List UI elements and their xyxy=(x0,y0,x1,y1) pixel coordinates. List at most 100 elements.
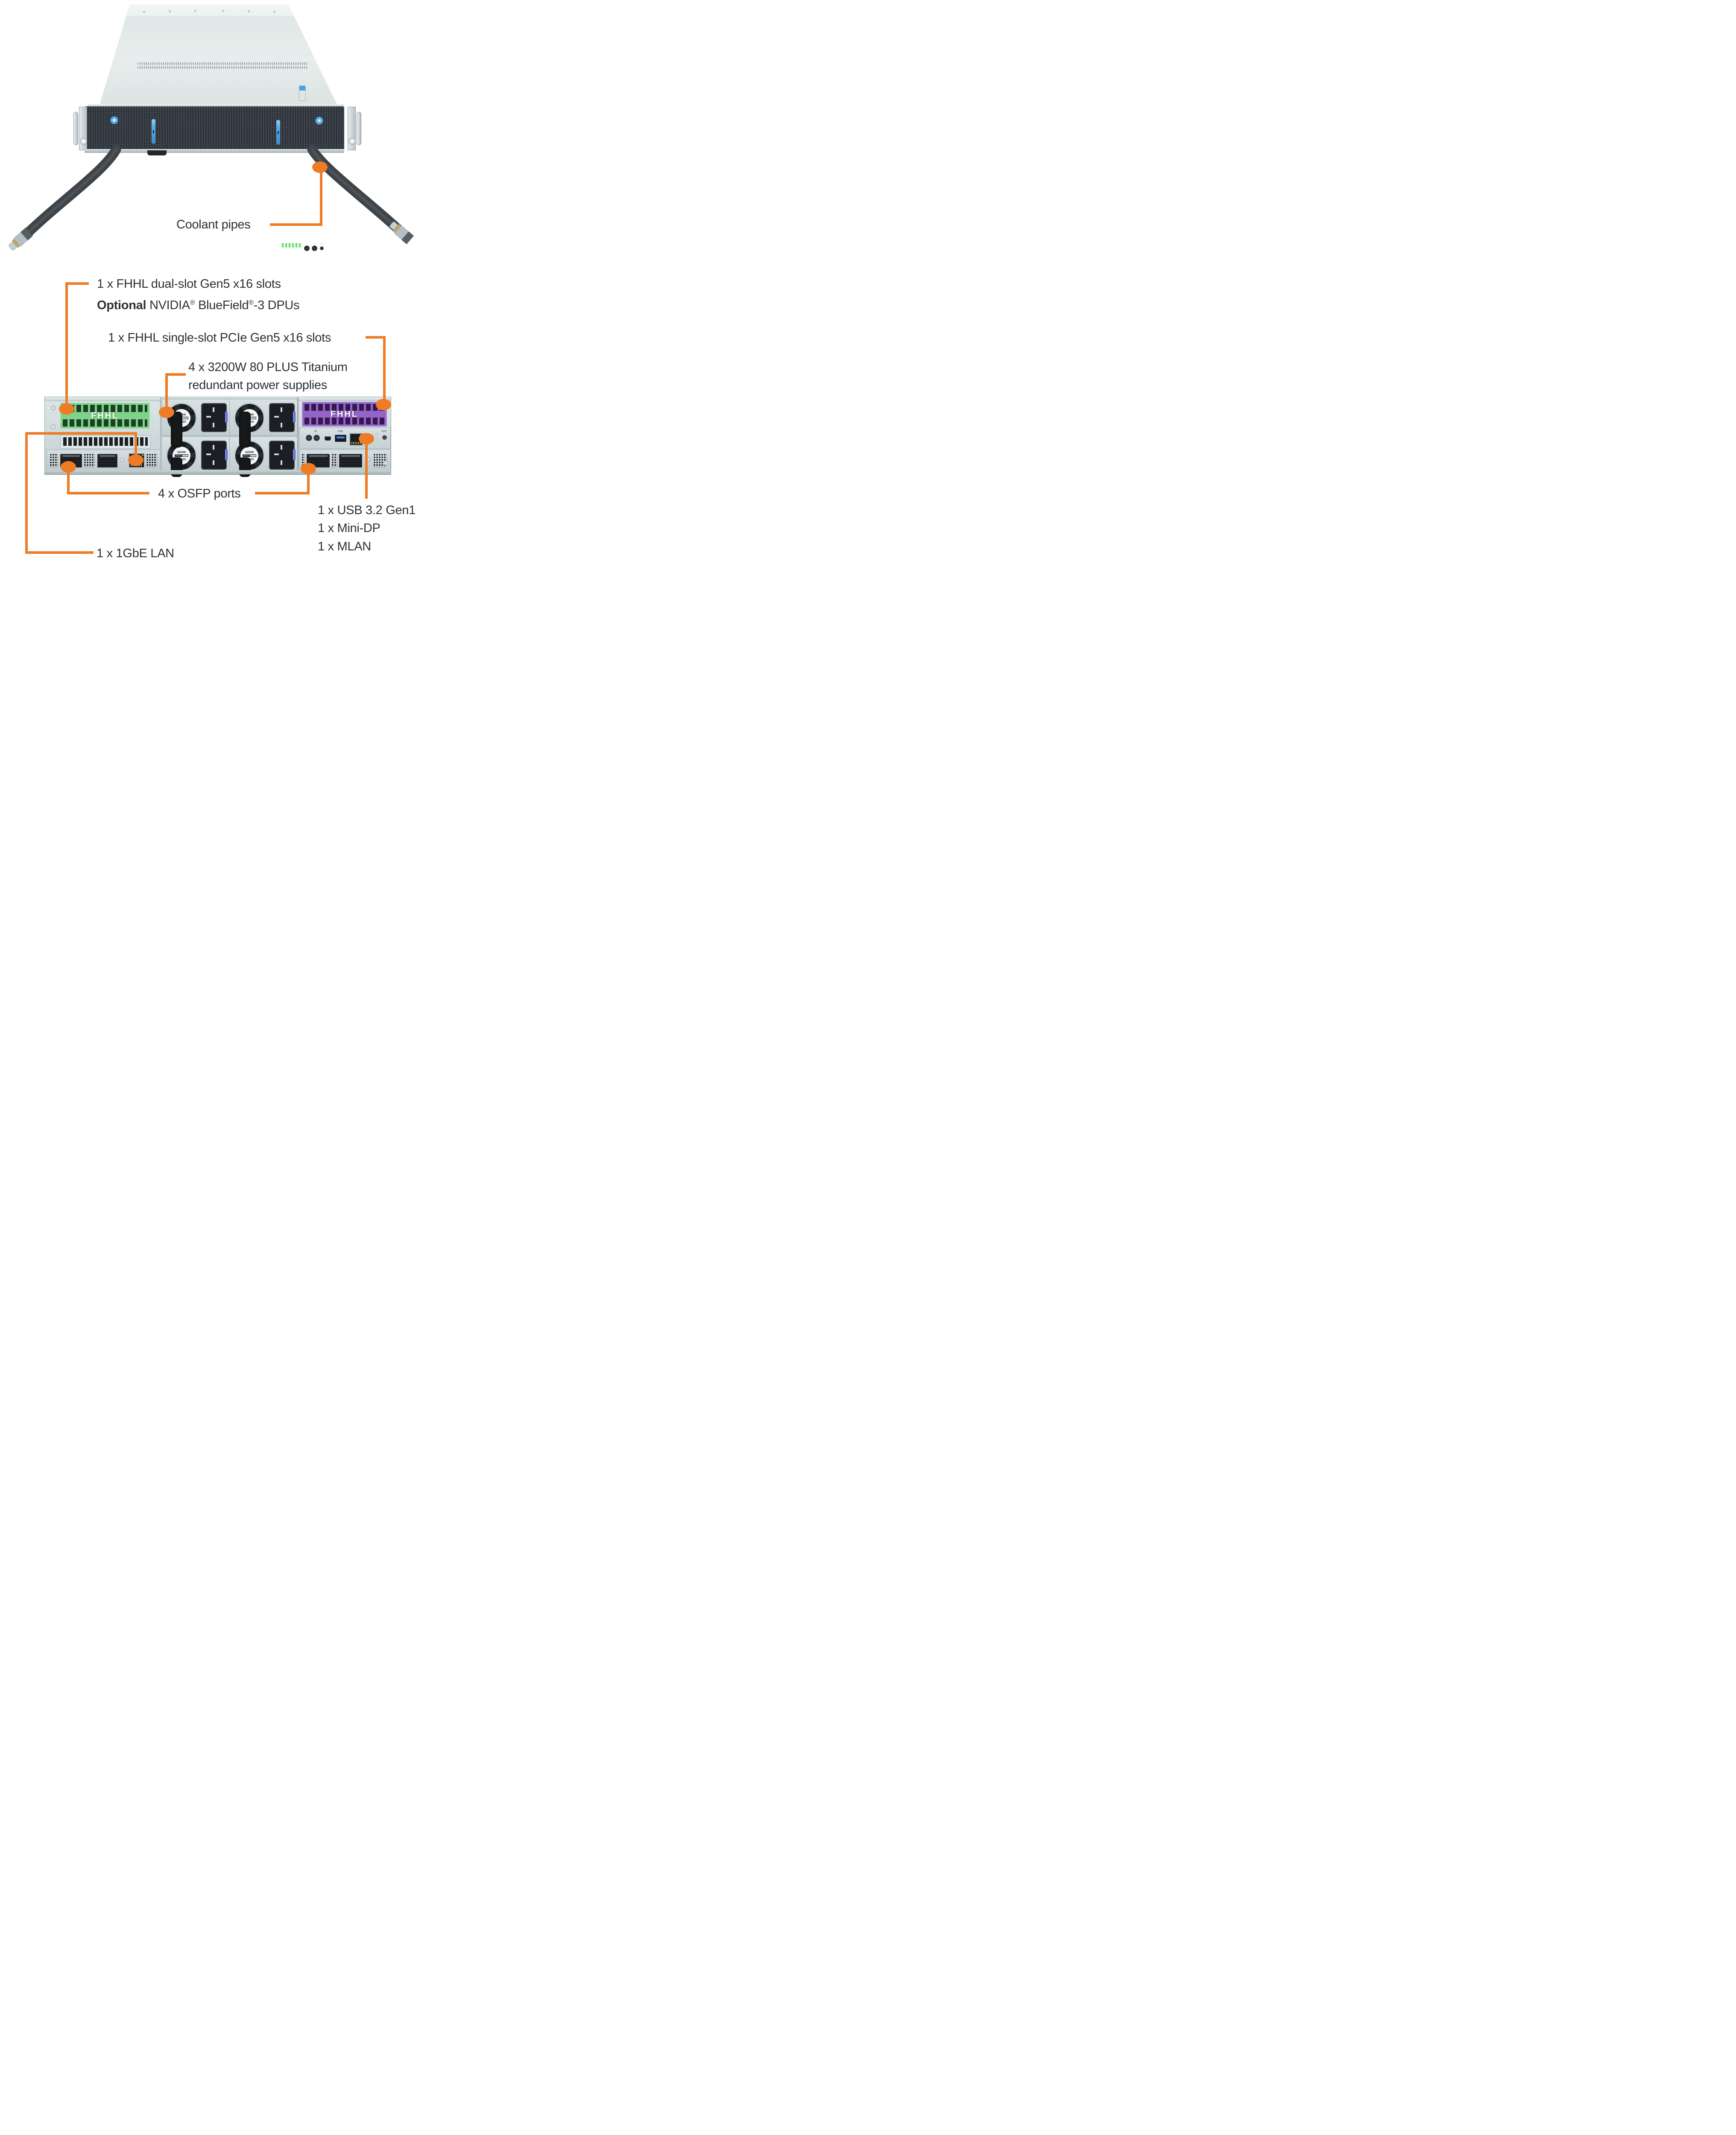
psu-clip xyxy=(293,411,296,423)
label-psu-line1: 4 x 3200W 80 PLUS Titanium xyxy=(188,360,348,374)
led-column xyxy=(292,243,294,247)
led-column xyxy=(285,243,287,247)
callout-psu-line-h xyxy=(165,373,186,376)
cover-screw xyxy=(143,11,145,13)
led-column xyxy=(296,243,297,247)
osfp-port-4 xyxy=(339,454,362,468)
fhhl-tag-right: FHHL xyxy=(330,409,359,419)
front-id-label: ID xyxy=(313,243,316,246)
psu-power-inlet xyxy=(269,441,295,470)
callout-psu-line-v xyxy=(165,373,168,413)
rear-id-label: ID xyxy=(314,430,317,433)
ear-handle-right xyxy=(357,112,361,145)
bezel-thumbscrew-left xyxy=(110,116,118,124)
coolant-pipes-graphic xyxy=(9,144,414,251)
slot-perforation xyxy=(63,437,148,446)
cover-screw xyxy=(194,10,196,12)
slot-perforation xyxy=(63,419,147,427)
cover-latch xyxy=(299,85,306,101)
callout-io-line-v xyxy=(365,439,368,499)
callout-lan-line-v-short xyxy=(135,432,137,460)
psu-power-inlet xyxy=(201,441,227,470)
vent-grid xyxy=(146,453,157,467)
callout-dual-slot-line-h xyxy=(65,282,89,285)
callout-dual-slot-dot xyxy=(59,403,74,415)
fhhl-tag-left: FHHL xyxy=(91,411,119,421)
micro-usb-port xyxy=(325,436,331,441)
front-rst-label: RST xyxy=(319,243,324,246)
vent-grid xyxy=(331,453,337,467)
vent-grid xyxy=(84,453,95,467)
pipe-coupling-right xyxy=(389,221,414,244)
psu-power-inlet xyxy=(201,403,227,432)
rear-io-panel: ◌ ID USB RST xyxy=(299,427,391,449)
status-led-warning xyxy=(375,438,378,441)
front-led-panel: 1 3 5 7 9 11 ◌ ID RST xyxy=(282,243,341,254)
callout-single-slot-line-h xyxy=(366,336,386,339)
ear-screw-left xyxy=(80,137,87,145)
fhhl-single-slot-purple: FHHL xyxy=(302,402,387,427)
bezel-latch-left xyxy=(152,119,155,144)
product-diagram: 1 3 5 7 9 11 ◌ ID RST xyxy=(0,0,434,579)
front-reset-button xyxy=(319,246,324,250)
server-rear-view: FHHL 3200W xyxy=(44,397,391,477)
psu-clip xyxy=(225,411,228,423)
callout-single-slot-dot xyxy=(376,399,391,410)
callout-osfp-line-v-right xyxy=(307,469,310,494)
front-pull-tab xyxy=(147,150,167,155)
status-led-error xyxy=(375,433,378,436)
callout-psu-dot xyxy=(159,407,174,418)
callout-dual-slot-line-v xyxy=(65,282,68,409)
front-bottom-rail xyxy=(85,149,344,153)
callout-coolant-line-v xyxy=(320,166,322,226)
psu-clip xyxy=(225,449,228,460)
front-led-columns xyxy=(282,243,301,247)
callout-single-slot-line-v xyxy=(383,336,386,406)
usb-label: USB xyxy=(337,430,343,433)
cover-screw xyxy=(169,10,171,12)
velcro-strap xyxy=(239,412,251,447)
blank-pcie-slot-left xyxy=(60,435,151,449)
ear-handle-left xyxy=(73,112,78,145)
front-bezel: 1 3 5 7 9 11 ◌ ID RST xyxy=(85,106,344,251)
osfp-row-right xyxy=(299,450,391,471)
label-osfp-ports: 4 x OSFP ports xyxy=(158,487,241,500)
psu-power-inlet xyxy=(269,403,295,432)
callout-osfp-line-h-right xyxy=(255,492,308,494)
label-rear-io-line1: 1 x USB 3.2 Gen1 xyxy=(318,503,416,517)
vent-grid xyxy=(302,453,305,467)
rear-bottom-rail xyxy=(45,470,391,474)
cover-screw xyxy=(273,11,275,13)
callout-osfp-line-v-left xyxy=(67,467,70,494)
power-icon: ◌ xyxy=(306,243,307,246)
label-gbe-lan: 1 x 1GbE LAN xyxy=(97,547,174,560)
front-id-button xyxy=(312,246,317,251)
label-single-slot: 1 x FHHL single-slot PCIe Gen5 x16 slots xyxy=(108,331,331,345)
label-rear-io-line3: 1 x MLAN xyxy=(318,540,371,553)
callout-lan-line-h-bottom xyxy=(25,551,94,554)
screw xyxy=(384,461,388,465)
velcro-strap xyxy=(171,412,182,447)
bezel-thumbscrew-right xyxy=(315,117,323,125)
label-dual-slot-line1: 1 x FHHL dual-slot Gen5 x16 slots xyxy=(97,277,281,291)
slot-perforation xyxy=(304,404,384,411)
slot-perforation xyxy=(304,418,384,424)
front-led-numbers: 1 3 5 7 9 11 xyxy=(282,248,299,250)
callout-coolant-line-h xyxy=(270,223,322,226)
cover-screw xyxy=(222,10,224,12)
callout-lan-line-v-long xyxy=(25,432,28,554)
slot-perforation xyxy=(63,405,147,412)
chassis-front-lip xyxy=(88,104,344,107)
screw xyxy=(51,406,56,410)
rear-reset-button xyxy=(382,435,387,440)
usb3-port xyxy=(335,435,346,442)
power-icon: ◌ xyxy=(302,436,303,439)
led-column xyxy=(289,243,290,247)
front-power-button xyxy=(304,246,310,251)
led-column xyxy=(299,243,301,247)
pipe-coupling-left xyxy=(9,228,33,251)
led-column xyxy=(282,243,284,247)
label-psu-line2: redundant power supplies xyxy=(188,378,327,392)
